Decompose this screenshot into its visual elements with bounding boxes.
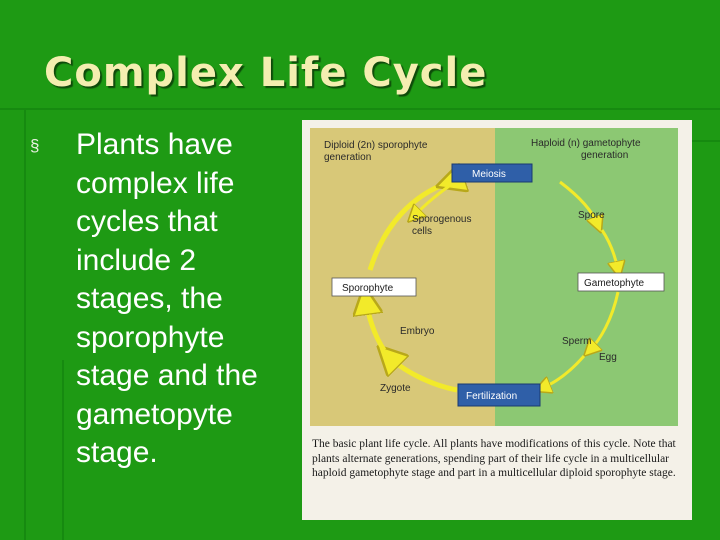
arrow-meiosis-to-spore <box>559 180 598 225</box>
life-cycle-diagram: Diploid (2n) sporophyte generation Haplo… <box>310 128 678 426</box>
meiosis-label: Meiosis <box>472 169 506 180</box>
arrow-spore-to-gametophyte <box>600 229 618 270</box>
arrow-meiosis-to-sporogenous <box>414 182 453 216</box>
fertilization-label: Fertilization <box>466 391 517 402</box>
slide-title: Complex Life Cycle <box>44 50 488 96</box>
figure-caption: The basic plant life cycle. All plants h… <box>312 438 676 479</box>
sperm-label: Sperm <box>562 336 591 347</box>
arrow-sporophyte-to-meiosis <box>367 182 450 271</box>
sporophyte-box <box>331 277 417 297</box>
sporophyte-label: Sporophyte <box>342 283 394 294</box>
gametophyte-box <box>577 272 665 292</box>
zygote-label: Zygote <box>380 383 411 394</box>
haploid-label-line2: generation <box>581 150 628 161</box>
arrow-gametes-to-fertilization <box>542 355 586 388</box>
arrow-fertilization-to-zygote <box>388 356 458 393</box>
background-stripe-mid <box>62 360 64 540</box>
meiosis-box <box>451 163 533 183</box>
sporogenous-label-line1: Sporogenous <box>412 214 472 225</box>
life-cycle-figure: Diploid (2n) sporophyte generation Haplo… <box>302 120 692 520</box>
egg-label: Egg <box>599 352 617 363</box>
sporogenous-label-line2: cells <box>412 226 432 237</box>
diploid-label-line2: generation <box>324 152 371 163</box>
arrow-zygote-to-sporophyte <box>366 300 387 352</box>
arrow-gametophyte-to-gametes <box>590 291 620 350</box>
bullet-text: Plants have complex life cycles that inc… <box>76 128 258 469</box>
background-stripe-right <box>692 140 720 142</box>
haploid-label-line1: Haploid (n) gametophyte <box>531 138 641 149</box>
fertilization-box <box>457 383 541 407</box>
spore-label: Spore <box>578 210 605 221</box>
bullet-marker: § <box>30 136 40 155</box>
diploid-label-line1: Diploid (2n) sporophyte <box>324 140 428 151</box>
gametophyte-label: Gametophyte <box>584 278 644 289</box>
background-stripe-left <box>24 110 26 540</box>
embryo-label: Embryo <box>400 326 435 337</box>
background-stripe-top <box>0 108 720 110</box>
